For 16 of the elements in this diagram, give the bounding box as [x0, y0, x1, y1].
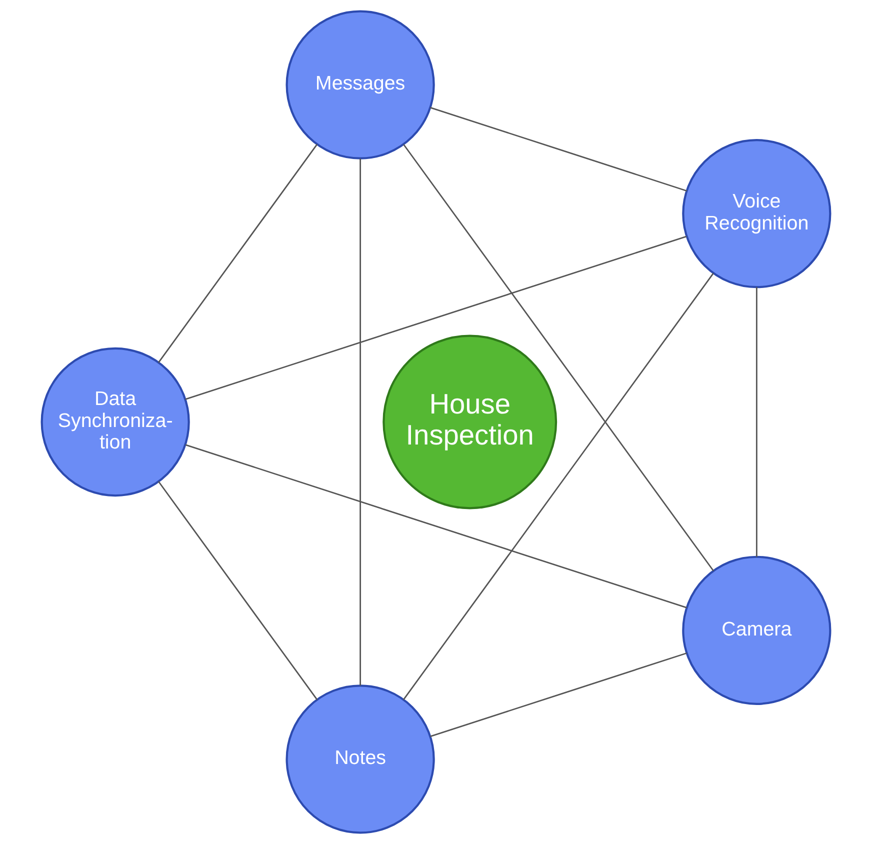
node-circle: Messages: [286, 10, 435, 160]
connector: [158, 144, 318, 363]
connector: [402, 272, 714, 700]
connector: [430, 106, 687, 192]
connector: [185, 236, 687, 400]
node-circle: Camera: [682, 556, 832, 705]
connector: [158, 481, 318, 700]
connector: [185, 444, 687, 608]
node-circle: Voice Recognition: [682, 139, 832, 288]
node-circle: Data Synchroniza- tion: [40, 347, 190, 497]
connector: [756, 287, 758, 557]
connector: [403, 144, 714, 572]
connector: [360, 158, 361, 686]
node-circle: House Inspection: [382, 334, 558, 510]
node-circle: Notes: [286, 684, 435, 834]
connector: [430, 652, 687, 738]
